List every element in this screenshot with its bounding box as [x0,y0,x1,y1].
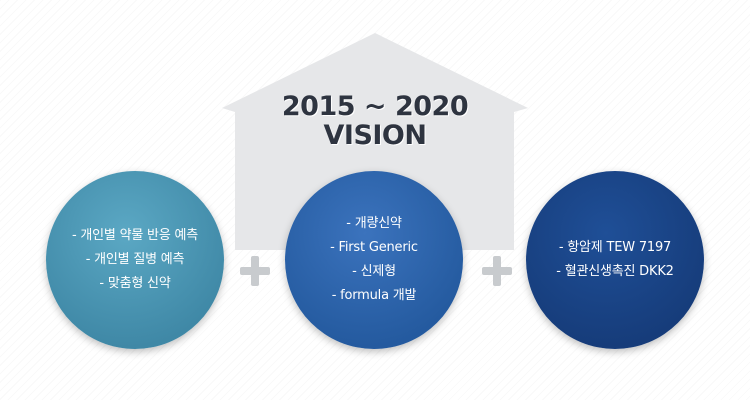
circle-personalized-medicine: - 개인별 약물 반응 예측 - 개인별 질병 예측 - 맞춤형 신약 [46,171,224,349]
circle-center-line-1: - 개량신약 [346,216,402,231]
circle-center-line-4: - formula 개발 [331,288,417,303]
circle-left-line-1: - 개인별 약물 반응 예측 [71,228,199,243]
circle-new-drugs: - 항암제 TEW 7197 - 혈관신생촉진 DKK2 [526,171,704,349]
house-roof-and-body [222,33,528,250]
circle-left-line-3: - 맞춤형 신약 [99,276,171,291]
plus-icon [240,256,270,286]
vision-label: VISION [323,120,427,151]
circle-left-line-2: - 개인별 질병 예측 [85,252,185,267]
vision-year-range: 2015 ~ 2020 [281,91,469,122]
circle-improved-drugs: - 개량신약 - First Generic - 신제형 - formula 개… [285,171,463,349]
circle-center-line-3: - 신제형 [352,264,396,279]
vision-title: 2015 ~ 2020 VISION [230,92,520,150]
circle-right-line-1: - 항암제 TEW 7197 [558,240,672,255]
circle-right-line-2: - 혈관신생촉진 DKK2 [556,264,674,279]
circle-center-line-2: - First Generic [330,240,418,255]
plus-icon [482,256,512,286]
